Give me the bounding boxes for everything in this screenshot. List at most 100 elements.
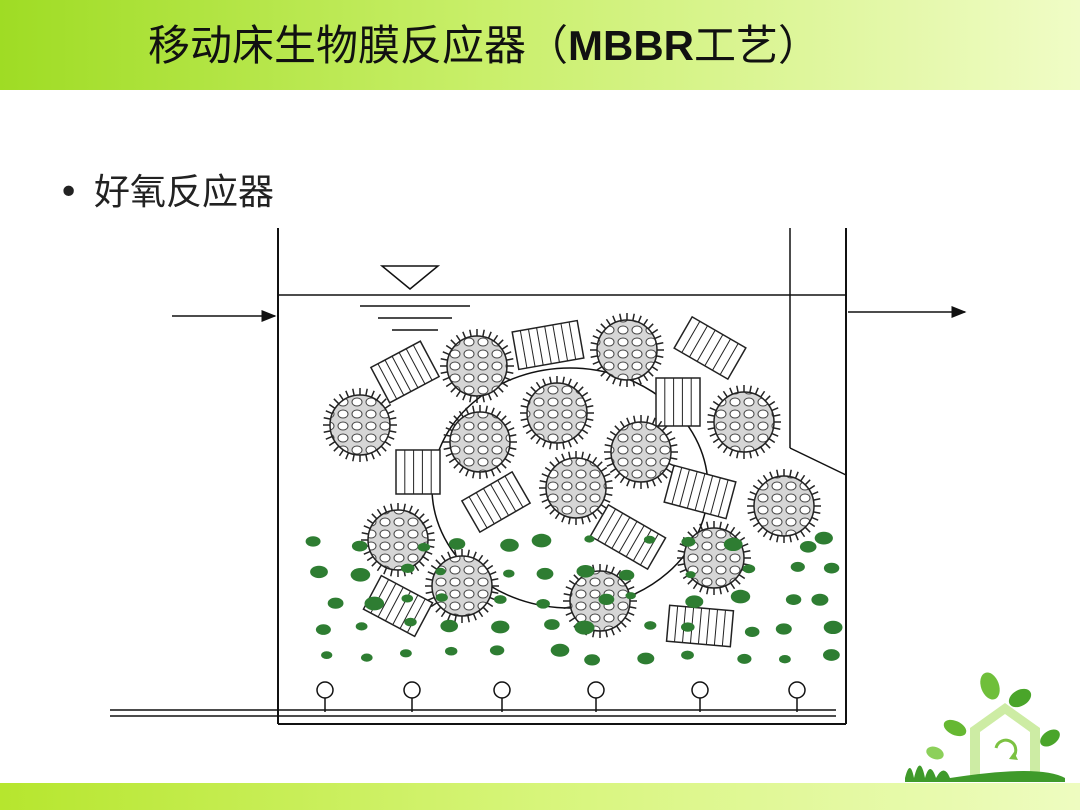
air-bubble (491, 620, 510, 634)
bottom-band (0, 783, 1080, 810)
air-bubble (681, 650, 694, 660)
biofilm-carrier (747, 469, 821, 543)
biofilm-carrier (323, 388, 397, 462)
air-bubble (536, 599, 550, 609)
air-bubble (681, 536, 696, 547)
diffuser (788, 681, 806, 699)
air-bubble (644, 621, 657, 630)
tank (277, 228, 847, 725)
plastic-carrier (673, 315, 747, 381)
air-bubble (435, 567, 446, 576)
air-bubble (618, 569, 635, 581)
diffuser (691, 681, 709, 699)
plastic-carrier (665, 604, 735, 648)
air-bubble (742, 564, 756, 574)
plastic-carrier (655, 377, 701, 427)
air-bubble (550, 643, 570, 657)
biofilm-carriers (323, 313, 821, 638)
air-bubble (643, 535, 656, 544)
air-bubble (321, 651, 333, 659)
biofilm-carrier (677, 521, 751, 595)
air-bubble (685, 595, 704, 608)
air-bubble (811, 593, 829, 606)
biofilm-carrier (425, 549, 499, 623)
air-bubble (417, 542, 431, 552)
air-bubble (625, 592, 636, 600)
plastic-carrier (369, 340, 441, 404)
air-bubble (574, 620, 595, 635)
diffuser (403, 681, 421, 699)
air-bubble (790, 561, 805, 572)
diffuser (316, 681, 334, 699)
plastic-carrier (460, 470, 532, 534)
air-bubble (305, 536, 321, 547)
title-cn: 移动床生物膜反应器 (148, 21, 527, 70)
air-bubble (404, 617, 417, 627)
title-paren-close: ） (778, 21, 821, 70)
air-bubble (361, 653, 373, 662)
eco-house-recycle-icon (905, 672, 1065, 782)
air-pipe (110, 709, 836, 717)
air-bubble (536, 567, 554, 580)
air-bubble (723, 537, 743, 552)
air-bubble (637, 652, 655, 665)
air-bubble (584, 654, 600, 666)
air-bubble (799, 541, 817, 553)
air-bubble (401, 563, 415, 573)
biofilm-carrier (539, 451, 613, 525)
bullet-item: •好氧反应器 (58, 172, 274, 214)
air-bubble (775, 623, 792, 635)
biofilm-carrier (443, 405, 517, 479)
air-bubble (744, 626, 760, 638)
air-bubble (779, 655, 791, 664)
air-bubble (448, 538, 466, 550)
water-level-symbol (360, 265, 470, 331)
air-bubble (681, 622, 695, 632)
biofilm-carrier (590, 313, 664, 387)
plastic-carrier (395, 449, 441, 495)
air-bubbles (305, 531, 843, 666)
slide-title: 移动床生物膜反应器（MBBR工艺） (148, 22, 820, 70)
air-bubble (494, 595, 507, 604)
air-bubble (315, 624, 331, 635)
air-bubble (310, 565, 328, 579)
plastic-carrier (511, 319, 585, 371)
air-bubble (500, 538, 519, 552)
title-en: MBBR (568, 22, 695, 69)
air-bubble (823, 620, 843, 635)
biofilm-carrier (520, 376, 594, 450)
biofilm-carrier (604, 415, 678, 489)
air-bubble (435, 593, 448, 602)
air-bubble (685, 571, 696, 579)
air-bubble (730, 589, 751, 604)
air-bubble (531, 533, 552, 548)
biofilm-carrier (361, 503, 435, 577)
title-paren-open: （ (526, 21, 569, 70)
air-bubble (823, 649, 840, 661)
bullet-dot-icon: • (58, 172, 80, 213)
air-bubble (400, 649, 412, 658)
air-bubble (489, 645, 505, 656)
air-bubble (503, 569, 515, 578)
air-bubble (327, 597, 344, 609)
air-bubble (823, 562, 840, 574)
air-bubble (544, 619, 560, 630)
biofilm-carrier (440, 329, 514, 403)
aeration-diffusers (316, 681, 806, 712)
air-bubble (785, 594, 802, 605)
air-bubble (350, 568, 371, 582)
title-cn2: 工艺 (694, 21, 779, 70)
biofilm-carrier (707, 385, 781, 459)
air-bubble (440, 619, 459, 633)
plastic-carrier (589, 503, 667, 571)
air-bubble (355, 622, 368, 631)
diffuser (587, 681, 605, 699)
plastic-carrier (663, 464, 737, 520)
air-bubble (364, 596, 385, 611)
air-bubble (584, 535, 595, 543)
air-bubble (814, 531, 833, 545)
air-bubble (576, 565, 595, 578)
baffle (789, 228, 847, 476)
air-bubble (351, 540, 368, 552)
